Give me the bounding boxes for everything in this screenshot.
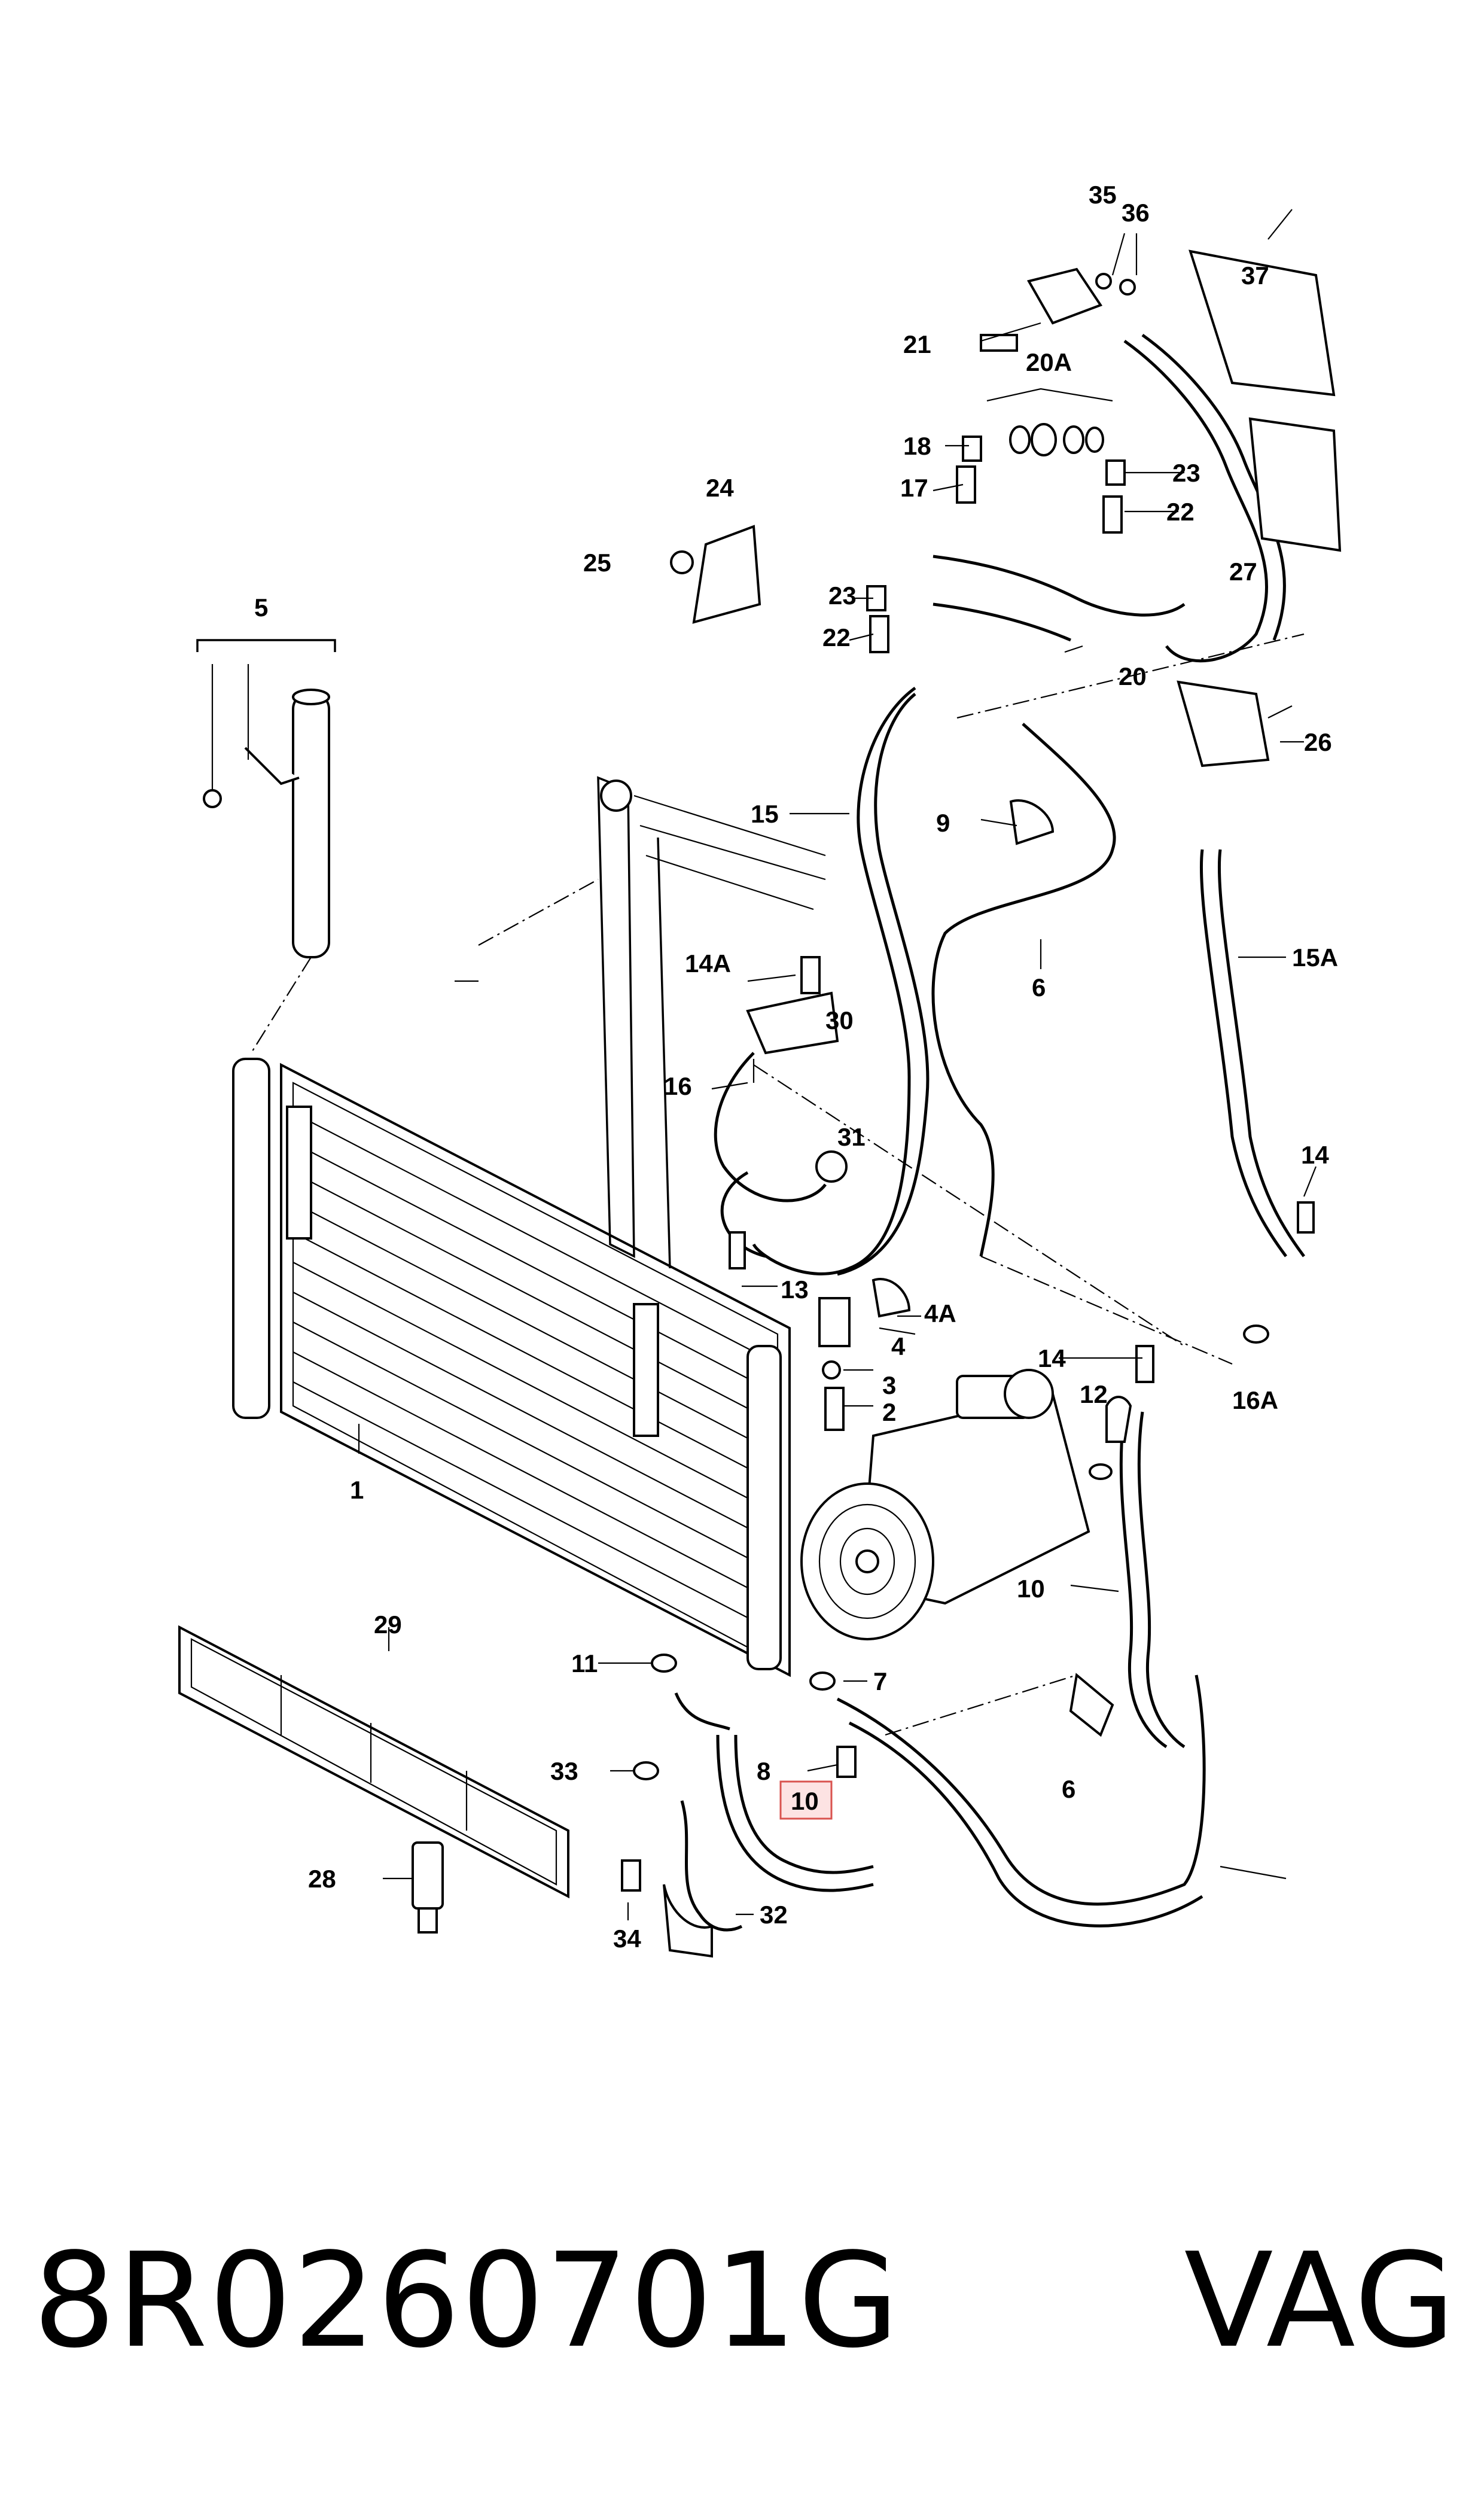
- callout-15: 15: [751, 800, 779, 828]
- callout-22-left: 22: [822, 623, 851, 651]
- footer: 8R0260701G VAG: [33, 2225, 1456, 2405]
- callout-10-top: 10: [1017, 1575, 1045, 1603]
- compressor: [800, 1369, 1090, 1640]
- callout-8: 8: [757, 1757, 770, 1785]
- callout-4: 4: [891, 1332, 906, 1360]
- callout-2: 2: [882, 1398, 896, 1426]
- callout-34: 34: [613, 1925, 641, 1953]
- callout-3: 3: [882, 1371, 896, 1399]
- callout-20a: 20A: [1026, 348, 1072, 376]
- callout-27: 27: [1229, 558, 1257, 586]
- callout-25: 25: [583, 549, 611, 577]
- callout-14-mid: 14: [1038, 1344, 1066, 1372]
- callout-24: 24: [706, 474, 734, 502]
- callout-5: 5: [254, 593, 268, 622]
- small-parts: [178, 249, 1342, 1958]
- callout-7: 7: [873, 1667, 887, 1695]
- callout-14a: 14A: [685, 949, 731, 978]
- callout-21: 21: [903, 330, 931, 358]
- callout-11: 11: [571, 1649, 598, 1677]
- hoses: [674, 333, 1306, 1932]
- callout-14-right: 14: [1301, 1141, 1329, 1169]
- callout-17: 17: [900, 474, 928, 502]
- callout-12: 12: [1080, 1380, 1108, 1408]
- callout-6-bottom: 6: [1062, 1775, 1075, 1803]
- radiator-frame: [597, 776, 826, 1269]
- callout-32: 32: [760, 1901, 788, 1929]
- callout-15a: 15A: [1292, 943, 1338, 972]
- brand-name: VAG: [1184, 2225, 1456, 2377]
- callout-9: 9: [936, 809, 950, 837]
- callout-30: 30: [825, 1006, 854, 1034]
- callout-37: 37: [1241, 261, 1269, 290]
- part-number: 8R0260701G: [33, 2225, 900, 2377]
- callout-33: 33: [550, 1757, 578, 1785]
- callout-10-highlighted: 10: [791, 1787, 819, 1815]
- callout-36: 36: [1122, 199, 1150, 227]
- callout-31: 31: [837, 1123, 866, 1151]
- callout-16: 16: [664, 1072, 692, 1100]
- leader-lines: [358, 209, 1317, 1920]
- callout-18: 18: [903, 432, 931, 460]
- callout-28: 28: [308, 1865, 336, 1893]
- callout-26: 26: [1304, 728, 1332, 756]
- receiver-dryer: [196, 639, 336, 1054]
- callout-4a: 4A: [924, 1299, 956, 1327]
- highlight-box: [779, 1780, 833, 1820]
- callout-labels: 35 36 37 21 20A 18 17 23 22 27 24 25 23 …: [254, 181, 1338, 1953]
- callout-23-left: 23: [828, 581, 857, 610]
- condenser: [232, 1058, 791, 1677]
- callout-35: 35: [1089, 181, 1117, 209]
- callout-13: 13: [781, 1275, 809, 1304]
- callout-29: 29: [374, 1610, 402, 1639]
- callout-16a: 16A: [1232, 1386, 1278, 1414]
- callout-22-right: 22: [1166, 498, 1194, 526]
- callout-23-right: 23: [1172, 459, 1200, 487]
- callout-20: 20: [1119, 662, 1147, 690]
- callout-1: 1: [350, 1476, 364, 1504]
- callout-6-top: 6: [1032, 973, 1046, 1001]
